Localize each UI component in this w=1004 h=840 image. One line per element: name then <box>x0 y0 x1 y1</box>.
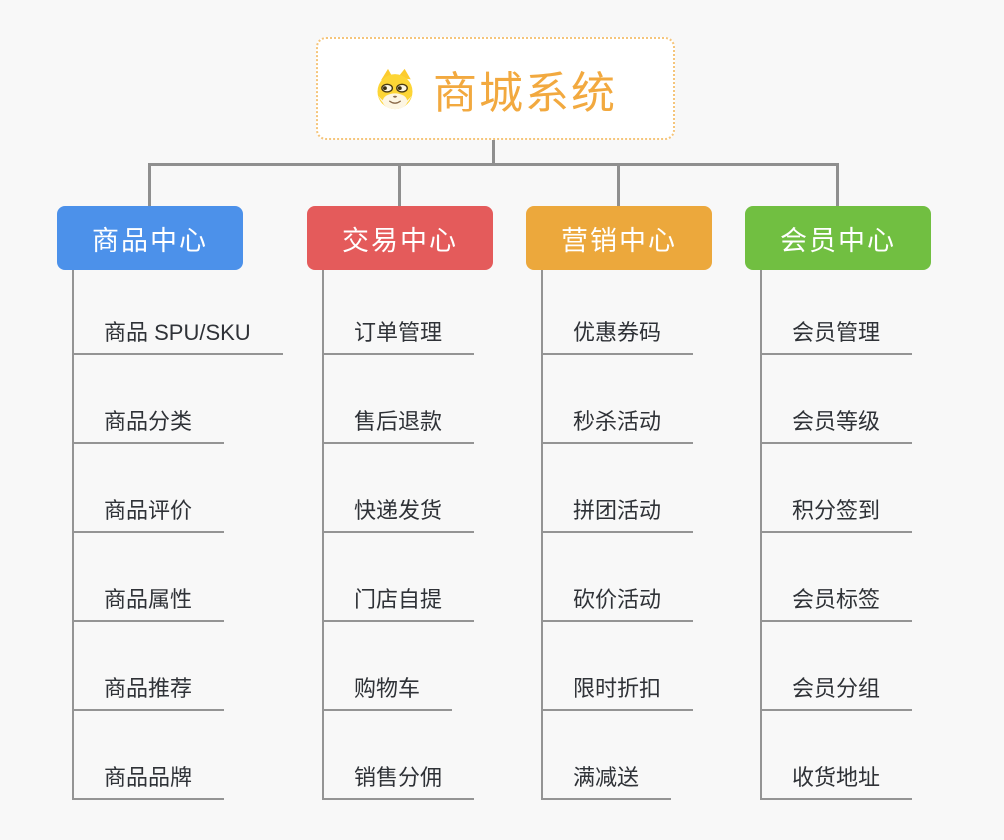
leaf-item[interactable]: 订单管理 <box>322 315 475 355</box>
leaf-item[interactable]: 砍价活动 <box>541 582 694 622</box>
leaf-item[interactable]: 商品推荐 <box>72 671 225 711</box>
root-node[interactable]: 商城系统 <box>316 37 675 140</box>
branch-trade-center: 交易中心 订单管理 售后退款 快递发货 门店自提 购物车 销售分佣 <box>307 206 493 816</box>
leaf-item[interactable]: 销售分佣 <box>322 760 475 800</box>
leaf-item[interactable]: 拼团活动 <box>541 493 694 533</box>
shiba-dog-icon <box>377 68 413 109</box>
leaf-item[interactable]: 积分签到 <box>760 493 913 533</box>
branch-product-center: 商品中心 商品 SPU/SKU 商品分类 商品评价 商品属性 商品推荐 商品品牌 <box>57 206 283 816</box>
leaf-item[interactable]: 秒杀活动 <box>541 404 694 444</box>
branch-rail <box>322 270 324 800</box>
connector-drop-member <box>836 164 839 207</box>
leaf-item[interactable]: 商品属性 <box>72 582 225 622</box>
leaf-item[interactable]: 商品分类 <box>72 404 225 444</box>
connector-drop-product <box>148 164 151 207</box>
branch-marketing-center: 营销中心 优惠券码 秒杀活动 拼团活动 砍价活动 限时折扣 满减送 <box>526 206 712 816</box>
branch-rail <box>760 270 762 800</box>
leaf-item[interactable]: 商品 SPU/SKU <box>72 315 283 355</box>
connector-drop-trade <box>398 164 401 207</box>
connector-root-stub <box>492 139 495 165</box>
leaf-item[interactable]: 门店自提 <box>322 582 475 622</box>
leaf-item[interactable]: 会员等级 <box>760 404 913 444</box>
branch-rail <box>541 270 543 800</box>
root-title: 商城系统 <box>433 68 617 118</box>
leaf-item[interactable]: 限时折扣 <box>541 671 694 711</box>
branch-member-center: 会员中心 会员管理 会员等级 积分签到 会员标签 会员分组 收货地址 <box>745 206 931 816</box>
leaf-item[interactable]: 售后退款 <box>322 404 475 444</box>
branch-header-marketing-center[interactable]: 营销中心 <box>526 206 712 270</box>
branch-header-product-center[interactable]: 商品中心 <box>57 206 243 270</box>
leaf-item[interactable]: 会员分组 <box>760 671 913 711</box>
branch-header-member-center[interactable]: 会员中心 <box>745 206 931 270</box>
leaf-item[interactable]: 会员标签 <box>760 582 913 622</box>
leaf-item[interactable]: 商品评价 <box>72 493 225 533</box>
branch-header-trade-center[interactable]: 交易中心 <box>307 206 493 270</box>
leaf-item[interactable]: 购物车 <box>322 671 453 711</box>
leaf-item[interactable]: 快递发货 <box>322 493 475 533</box>
connector-drop-marketing <box>617 164 620 207</box>
leaf-item[interactable]: 优惠券码 <box>541 315 694 355</box>
branch-rail <box>72 270 74 800</box>
leaf-item[interactable]: 商品品牌 <box>72 760 225 800</box>
connector-horizontal-bus <box>148 163 839 166</box>
leaf-item[interactable]: 会员管理 <box>760 315 913 355</box>
leaf-item[interactable]: 收货地址 <box>760 760 913 800</box>
leaf-item[interactable]: 满减送 <box>541 760 672 800</box>
